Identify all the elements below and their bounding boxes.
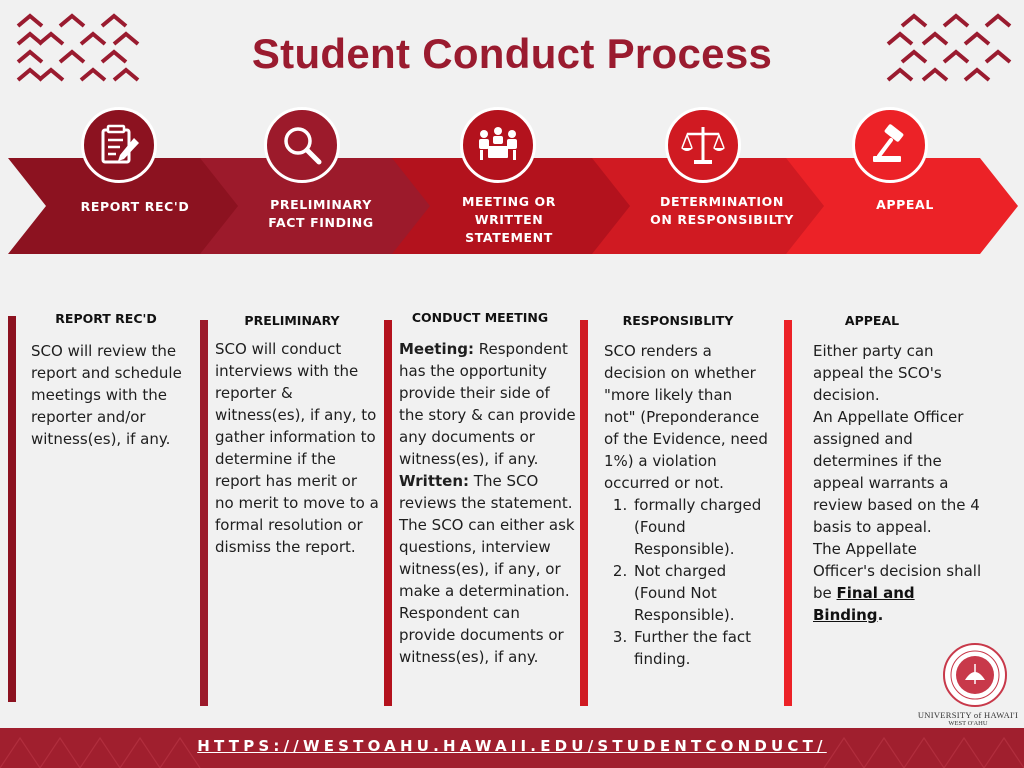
column-2-text: SCO will conduct interviews with the rep… xyxy=(215,340,379,556)
scales-icon xyxy=(681,127,725,164)
step-3-label: MEETING OR WRITTEN STATEMENT xyxy=(461,194,557,245)
step-1-label: REPORT REC'D xyxy=(80,199,190,214)
column-1-bar xyxy=(8,316,16,702)
meeting-icon xyxy=(479,127,517,160)
column-2-heading: PRELIMINARY xyxy=(244,313,340,328)
column-1-text: SCO will review the report and schedule … xyxy=(31,342,182,448)
column-4-bar xyxy=(580,320,588,706)
footer-url-link[interactable]: HTTPS://WESTOAHU.HAWAII.EDU/STUDENTCONDU… xyxy=(197,737,827,755)
arrow-step-1 xyxy=(8,158,256,254)
final-binding-link[interactable]: Final and Binding xyxy=(813,584,915,624)
arrow-step-5 xyxy=(786,158,1018,254)
university-seal xyxy=(943,643,1007,707)
university-name: UNIVERSITY of HAWAI'I xyxy=(917,710,1019,720)
arrow-step-3 xyxy=(392,158,638,254)
process-flow xyxy=(8,158,1018,254)
column-1-heading: REPORT REC'D xyxy=(55,311,157,326)
step-5-circle xyxy=(852,107,928,183)
list-item: Not charged (Found Not Responsible). xyxy=(632,560,768,626)
column-3-heading: CONDUCT MEETING xyxy=(411,310,549,325)
arrow-step-4 xyxy=(592,158,830,254)
step-3-circle xyxy=(460,107,536,183)
footer-banner: HTTPS://WESTOAHU.HAWAII.EDU/STUDENTCONDU… xyxy=(0,728,1024,768)
step-5-label: APPEAL xyxy=(876,197,934,212)
step-1-circle xyxy=(81,107,157,183)
step-2-label: PRELIMINARY FACT FINDING xyxy=(268,197,374,230)
column-4-text: SCO renders a decision on whether "more … xyxy=(604,340,768,670)
chevron-pattern-left xyxy=(16,13,140,82)
list-item: formally charged (Found Responsible). xyxy=(632,494,768,560)
clipboard-icon xyxy=(101,124,139,164)
campus-name: WEST O'AHU xyxy=(948,720,988,727)
gavel-icon xyxy=(873,124,904,162)
column-3-bar xyxy=(384,320,392,706)
column-5-bar xyxy=(784,320,792,706)
column-4-heading: RESPONSIBLITY xyxy=(622,313,734,328)
column-5-text: Either party can appeal the SCO's decisi… xyxy=(813,342,982,624)
page-title: Student Conduct Process xyxy=(251,30,773,77)
column-5-heading: APPEAL xyxy=(844,313,900,328)
column-2-bar xyxy=(200,320,208,706)
step-4-circle xyxy=(665,107,741,183)
chevron-pattern-right xyxy=(886,13,1012,82)
step-4-label: DETERMINATION ON RESPONSIBILTY xyxy=(650,194,794,227)
column-3-text: Meeting: Respondent has the opportunity … xyxy=(399,340,576,666)
footer-pattern xyxy=(0,736,1024,768)
arrow-step-2 xyxy=(200,158,440,254)
step-2-circle xyxy=(264,107,340,183)
list-item: Further the fact finding. xyxy=(632,626,768,670)
magnifier-icon xyxy=(284,127,322,165)
